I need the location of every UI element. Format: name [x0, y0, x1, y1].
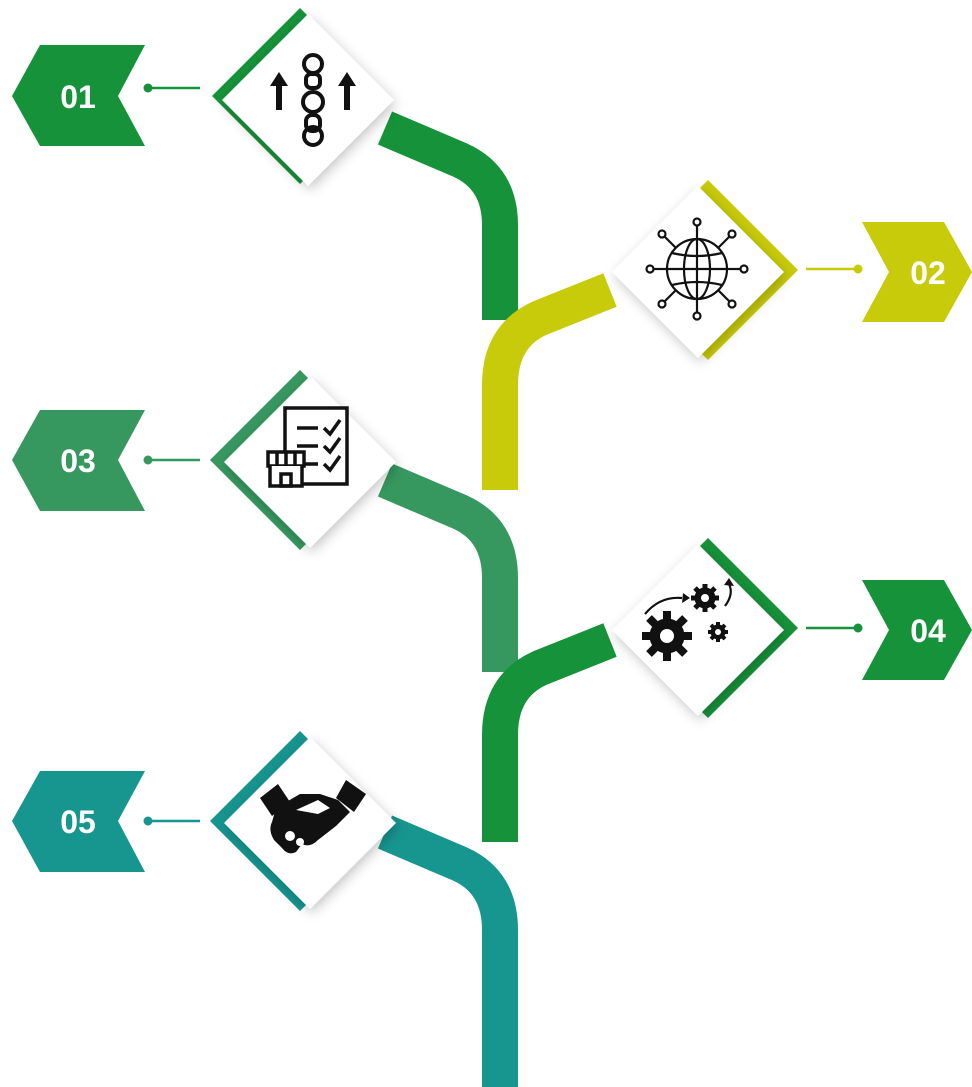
connector-path-3 [377, 463, 518, 672]
icon-tile-04 [612, 544, 784, 716]
step-01: 01 [12, 8, 394, 186]
connector-dot-02 [853, 264, 863, 274]
handshake-icon [260, 780, 366, 854]
step-03: 03 [12, 370, 396, 550]
icon-tile-03 [224, 376, 396, 548]
step-number-03: 03 [60, 443, 96, 479]
connector-dot-04 [853, 623, 863, 633]
step-number-01: 01 [60, 79, 96, 115]
step-number-04: 04 [910, 613, 946, 649]
globe-network-icon [645, 217, 749, 321]
step-04: 04 [612, 538, 972, 718]
step-number-05: 05 [60, 804, 96, 840]
connector-path-1 [377, 111, 518, 320]
step-badge-02 [862, 222, 972, 322]
icon-tile-01 [222, 14, 394, 186]
store-checklist-icon [266, 406, 349, 488]
gears-cycle-icon [642, 578, 734, 661]
step-05: 05 [12, 731, 396, 911]
connector-path-5 [377, 815, 518, 1087]
step-badge-01 [12, 45, 145, 146]
connector-path-2 [482, 273, 617, 490]
step-02: 02 [612, 180, 972, 360]
step-badge-03 [12, 410, 145, 511]
step-badge-04 [862, 580, 972, 680]
supply-chain-gears-arrows-icon [270, 53, 356, 147]
step-badge-05 [12, 771, 145, 872]
connector-path-4 [482, 623, 617, 842]
step-number-02: 02 [910, 255, 946, 291]
